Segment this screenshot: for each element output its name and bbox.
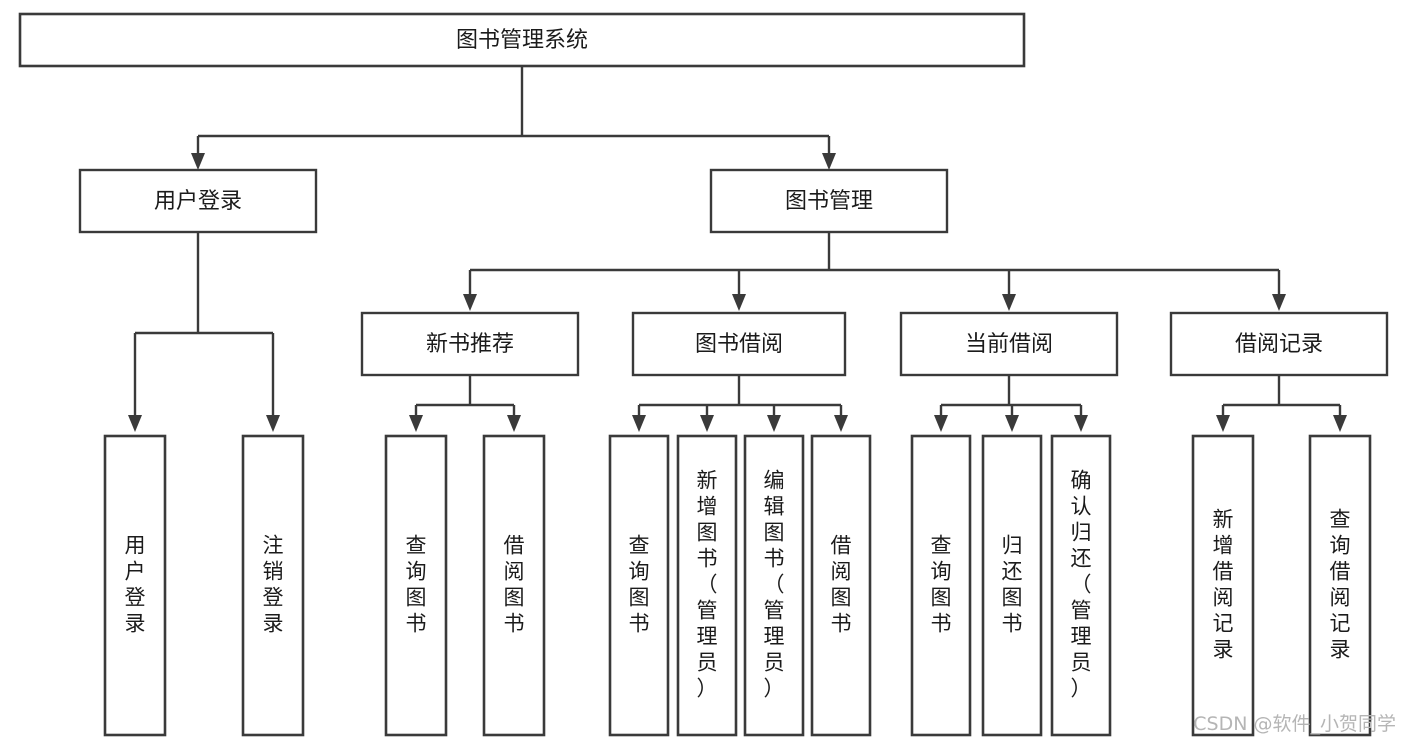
arrow-head-icon <box>463 294 477 311</box>
arrow-head-icon <box>767 415 781 432</box>
node-leaf-add-book-admin-label: 新增图书（管理员） <box>697 469 718 701</box>
node-root[interactable]: 图书管理系统 <box>18 12 1026 68</box>
watermark-label: CSDN @软件_小贺同学 <box>1193 713 1396 735</box>
arrow-head-icon <box>1216 415 1230 432</box>
node-leaf-add-book-admin-box[interactable] <box>676 434 738 737</box>
node-leaf-user-logout-box[interactable] <box>241 434 305 737</box>
node-leaf-borrow-book-recommend-label: 借阅图书 <box>504 534 525 636</box>
node-new-book-recommend-label: 新书推荐 <box>426 332 514 357</box>
node-leaf-query-book-current-box[interactable] <box>910 434 972 737</box>
node-book-borrow-label: 图书借阅 <box>695 332 783 357</box>
node-leaf-add-borrow-record-box[interactable] <box>1191 434 1255 737</box>
node-leaf-borrow-book[interactable]: 借阅图书 <box>810 434 872 737</box>
node-leaf-borrow-book-recommend-box[interactable] <box>482 434 546 737</box>
node-leaf-user-login-box[interactable] <box>103 434 167 737</box>
node-leaf-user-login[interactable]: 用户登录 <box>103 434 167 737</box>
arrow-head-icon <box>507 415 521 432</box>
node-leaf-query-book-borrow-box[interactable] <box>608 434 670 737</box>
node-leaf-query-book-borrow-label: 查询图书 <box>629 534 650 636</box>
node-new-book-recommend-box[interactable] <box>360 311 580 377</box>
node-leaf-confirm-return-admin-box[interactable] <box>1050 434 1112 737</box>
node-leaf-user-logout-label: 注销登录 <box>263 534 284 636</box>
node-leaf-edit-book-admin-box[interactable] <box>743 434 805 737</box>
arrow-head-icon <box>822 153 836 170</box>
node-leaf-edit-book-admin-label: 编辑图书（管理员） <box>764 469 785 701</box>
node-book-management-box[interactable] <box>709 168 949 234</box>
node-leaf-query-book-recommend-box[interactable] <box>384 434 448 737</box>
node-leaf-return-book-box[interactable] <box>981 434 1043 737</box>
node-root-label: 图书管理系统 <box>456 28 588 53</box>
node-leaf-user-logout[interactable]: 注销登录 <box>241 434 305 737</box>
node-user-login-box[interactable] <box>78 168 318 234</box>
node-leaf-return-book[interactable]: 归还图书 <box>981 434 1043 737</box>
node-root-box[interactable] <box>18 12 1026 68</box>
arrow-head-icon <box>266 415 280 432</box>
node-new-book-recommend[interactable]: 新书推荐 <box>360 311 580 377</box>
node-user-login-label: 用户登录 <box>154 189 242 214</box>
arrow-head-icon <box>732 294 746 311</box>
node-leaf-query-book-recommend[interactable]: 查询图书 <box>384 434 448 737</box>
node-book-management-label: 图书管理 <box>785 189 873 214</box>
node-leaf-add-borrow-record-label: 新增借阅记录 <box>1213 508 1234 662</box>
node-leaf-query-borrow-record-box[interactable] <box>1308 434 1372 737</box>
arrow-head-icon <box>834 415 848 432</box>
arrow-head-icon <box>409 415 423 432</box>
node-leaf-borrow-book-label: 借阅图书 <box>831 534 852 636</box>
arrow-head-icon <box>1002 294 1016 311</box>
node-leaf-query-borrow-record[interactable]: 查询借阅记录 <box>1308 434 1372 737</box>
arrow-head-icon <box>700 415 714 432</box>
arrow-head-icon <box>191 153 205 170</box>
node-leaf-query-borrow-record-label: 查询借阅记录 <box>1330 508 1351 662</box>
node-current-borrow-box[interactable] <box>899 311 1119 377</box>
node-leaf-query-book-recommend-label: 查询图书 <box>406 534 427 636</box>
node-leaf-add-borrow-record[interactable]: 新增借阅记录 <box>1191 434 1255 737</box>
node-book-borrow[interactable]: 图书借阅 <box>631 311 847 377</box>
node-leaf-confirm-return-admin-label: 确认归还（管理员） <box>1071 469 1092 701</box>
arrow-head-icon <box>1272 294 1286 311</box>
node-borrow-record[interactable]: 借阅记录 <box>1169 311 1389 377</box>
node-borrow-record-label: 借阅记录 <box>1235 332 1323 357</box>
node-user-login[interactable]: 用户登录 <box>78 168 318 234</box>
node-leaf-borrow-book-recommend[interactable]: 借阅图书 <box>482 434 546 737</box>
arrow-head-icon <box>1333 415 1347 432</box>
connector-layer <box>128 66 1347 432</box>
node-leaf-edit-book-admin[interactable]: 编辑图书（管理员） <box>743 434 805 737</box>
node-layer: 图书管理系统用户登录图书管理新书推荐图书借阅当前借阅借阅记录用户登录注销登录查询… <box>18 12 1389 737</box>
node-leaf-borrow-book-box[interactable] <box>810 434 872 737</box>
node-leaf-user-login-label: 用户登录 <box>125 534 146 636</box>
node-leaf-confirm-return-admin[interactable]: 确认归还（管理员） <box>1050 434 1112 737</box>
node-leaf-query-book-borrow[interactable]: 查询图书 <box>608 434 670 737</box>
node-leaf-query-book-current[interactable]: 查询图书 <box>910 434 972 737</box>
arrow-head-icon <box>1074 415 1088 432</box>
node-borrow-record-box[interactable] <box>1169 311 1389 377</box>
arrow-head-icon <box>934 415 948 432</box>
node-leaf-query-book-current-label: 查询图书 <box>931 534 952 636</box>
node-book-borrow-box[interactable] <box>631 311 847 377</box>
arrow-head-icon <box>632 415 646 432</box>
node-book-management[interactable]: 图书管理 <box>709 168 949 234</box>
node-leaf-return-book-label: 归还图书 <box>1002 534 1023 636</box>
arrow-head-icon <box>1005 415 1019 432</box>
node-current-borrow-label: 当前借阅 <box>965 332 1053 357</box>
arrow-head-icon <box>128 415 142 432</box>
node-current-borrow[interactable]: 当前借阅 <box>899 311 1119 377</box>
node-leaf-add-book-admin[interactable]: 新增图书（管理员） <box>676 434 738 737</box>
